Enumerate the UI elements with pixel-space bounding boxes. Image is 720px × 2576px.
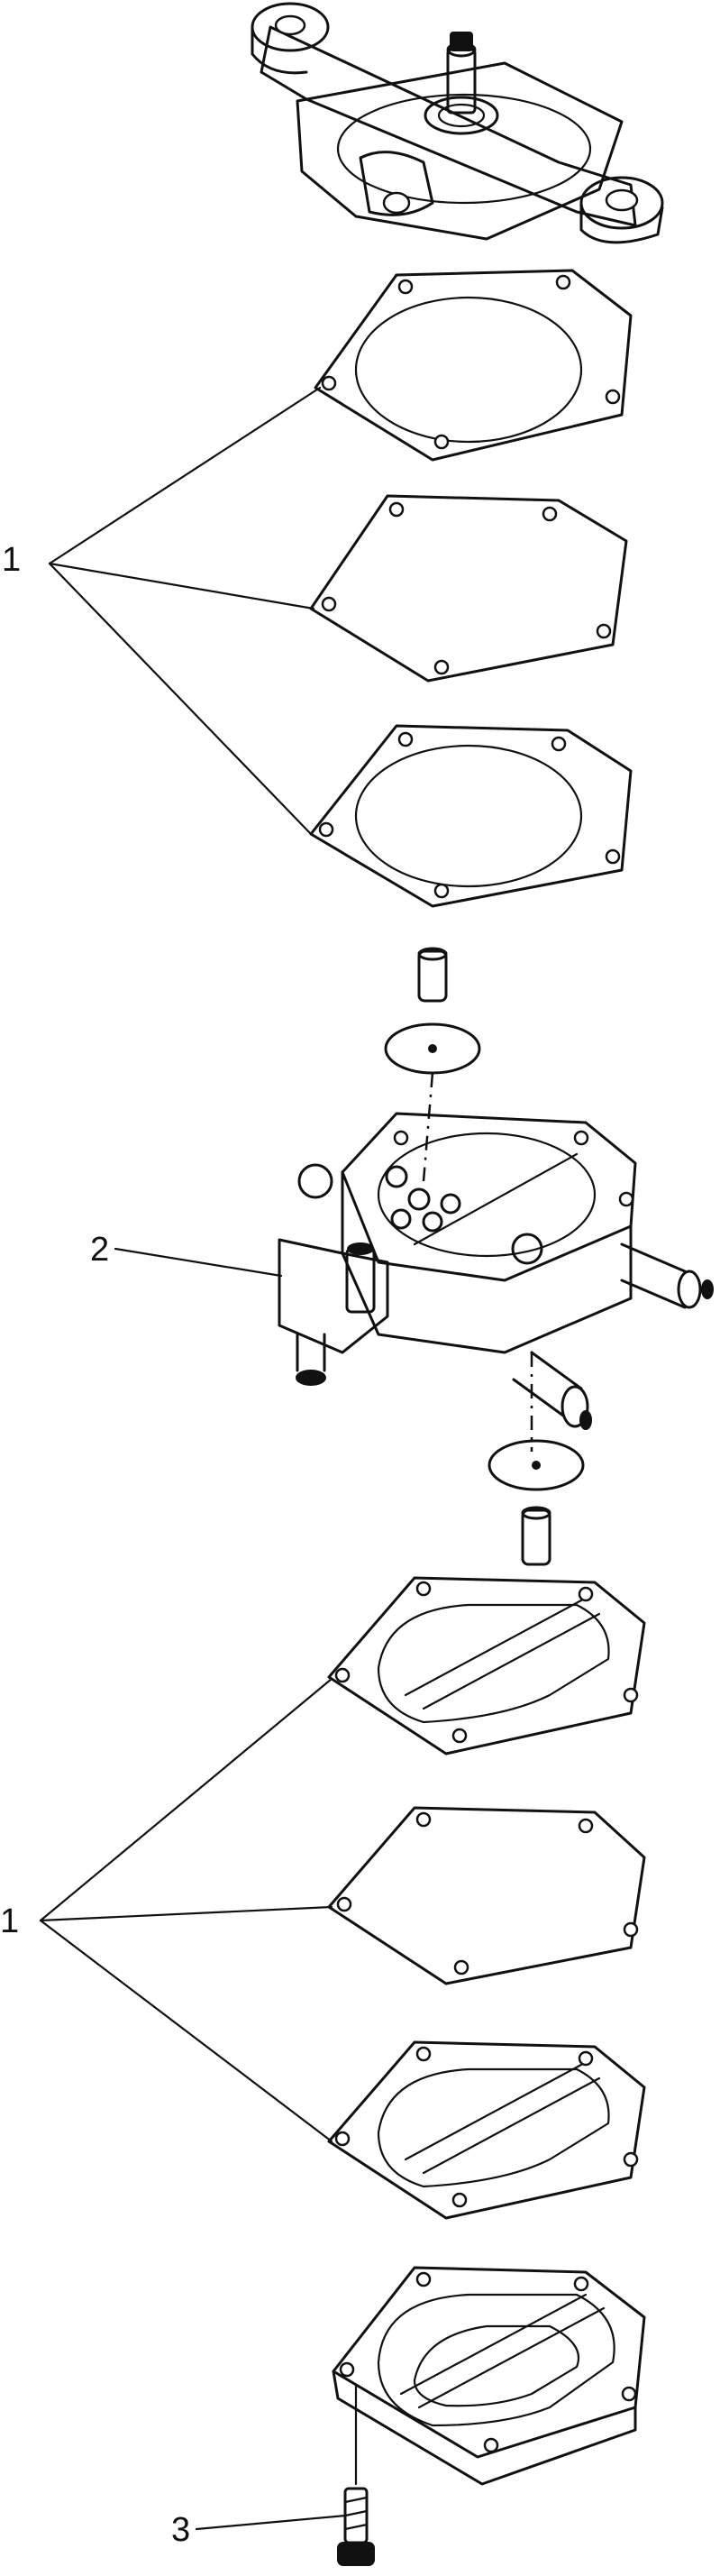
gasket-split-window-2 (327, 2040, 646, 2220)
screw (337, 2487, 375, 2566)
callout-2: 2 (90, 1231, 109, 1269)
valve-washer-lower (488, 1439, 585, 1491)
callout-1-lower: 1 (0, 1902, 19, 1940)
leader-lines (39, 386, 347, 2531)
gasket-large-window-2 (309, 724, 633, 908)
assembly-axis-upper (422, 1072, 434, 1182)
top-cover-assembly (251, 2, 664, 244)
check-valve-lower (521, 1506, 551, 1566)
callout-3: 3 (171, 2511, 190, 2549)
pump-body (278, 1112, 714, 1430)
bottom-cover (332, 2266, 646, 2486)
diaphragm-2 (327, 1806, 646, 1985)
callout-1-upper: 1 (2, 541, 21, 579)
valve-washer-upper (384, 1022, 481, 1075)
check-valve-upper (417, 947, 448, 1003)
gasket-large-window-1 (314, 269, 633, 462)
diaphragm-1 (309, 494, 628, 683)
gasket-split-window-1 (327, 1576, 646, 1756)
